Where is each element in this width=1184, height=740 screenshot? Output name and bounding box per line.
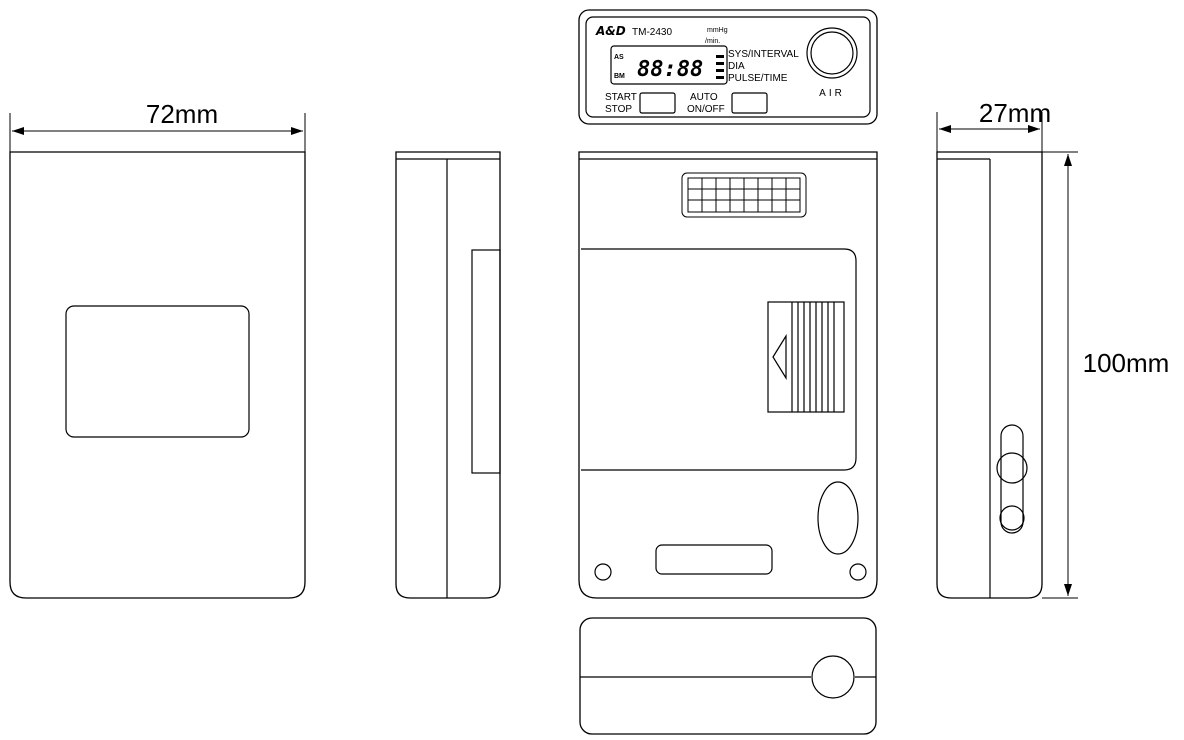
- lcd-display: [610, 45, 728, 85]
- auto-onoff-button[interactable]: [731, 92, 768, 114]
- air-connector: [806, 27, 858, 79]
- front-window: [65, 305, 250, 438]
- right-side-view: 27mm 100mm: [936, 98, 1170, 599]
- label-pulse-time: PULSE/TIME: [728, 73, 788, 84]
- back-view: [578, 151, 878, 599]
- bottom-view: [579, 617, 877, 735]
- lcd-digits: 88:88: [637, 57, 703, 82]
- side-switch-knob: [996, 452, 1028, 484]
- air-label: AIR: [819, 88, 845, 99]
- back-slot: [655, 544, 773, 575]
- auto-label-2: ON/OFF: [687, 104, 725, 115]
- cover-latch: [767, 301, 845, 413]
- brand-logo: A&D: [595, 24, 626, 38]
- unit-per-min: /min.: [705, 38, 720, 45]
- label-sys-interval: SYS/INTERVAL: [728, 49, 799, 60]
- top-panel-view: A&D TM-2430 mmHg /min. AS BM 88:88 SYS/I…: [578, 9, 878, 125]
- start-label-1: START: [605, 92, 637, 103]
- side-switch-track: [1000, 424, 1024, 534]
- start-stop-button[interactable]: [639, 92, 676, 114]
- indicator-bm: BM: [614, 73, 625, 80]
- front-view: 72mm: [9, 99, 306, 599]
- model-label: TM-2430: [632, 27, 672, 38]
- auto-label-1: AUTO: [690, 92, 718, 103]
- label-dia: DIA: [728, 61, 745, 72]
- left-side-view: [395, 151, 501, 599]
- depth-label: 27mm: [979, 98, 1051, 128]
- indicator-as: AS: [614, 54, 624, 61]
- unit-mmhg: mmHg: [707, 27, 728, 34]
- start-label-2: STOP: [605, 104, 632, 115]
- bottom-connector: [811, 655, 855, 699]
- battery-cover: [581, 248, 857, 471]
- screw-left: [594, 563, 612, 581]
- height-label: 100mm: [1083, 348, 1170, 378]
- side-clip: [471, 249, 501, 474]
- back-oval-button: [817, 481, 859, 555]
- width-label: 72mm: [146, 99, 218, 129]
- side-switch-knob-lower: [999, 505, 1025, 531]
- screw-right: [849, 563, 867, 581]
- vent-grid: [681, 172, 807, 218]
- latch-arrow-icon: [772, 333, 787, 381]
